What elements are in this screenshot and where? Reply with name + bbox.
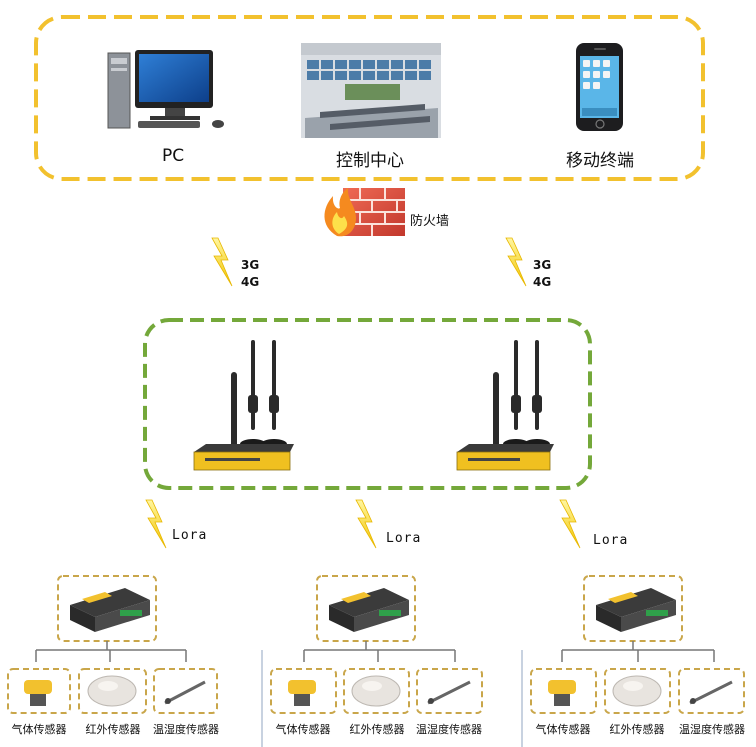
node-group-1	[7, 575, 218, 714]
infrared-sensor-icon	[87, 675, 137, 707]
lora-label-2: Lora	[386, 531, 422, 546]
humidity-sensor-icon	[689, 680, 733, 705]
lora-lightning-1-icon	[145, 499, 167, 549]
sensor-label-infrared-1: 红外传感器	[85, 723, 141, 736]
control-center-icon	[301, 43, 441, 138]
router-right-icon	[456, 340, 554, 471]
lora-node-device-icon	[329, 588, 409, 632]
mobile-terminal-label: 移动终端	[566, 151, 634, 171]
sensor-label-humidity-2: 温湿度传感器	[416, 723, 482, 736]
wan-lightning-left-icon	[211, 237, 233, 287]
lora-label-3: Lora	[593, 533, 629, 548]
infrared-sensor-icon	[351, 675, 401, 707]
sensor-label-infrared-2: 红外传感器	[349, 723, 405, 736]
lora-lightning-3-icon	[559, 499, 581, 549]
sensor-label-gas-2: 气体传感器	[275, 723, 331, 736]
firewall-label: 防火墙	[410, 214, 450, 229]
gateway-group-border	[143, 318, 592, 490]
gas-sensor-icon	[288, 680, 316, 706]
lora-node-device-icon	[70, 588, 150, 632]
lora-node-device-icon	[596, 588, 676, 632]
wan-label-right: 3G 4G	[533, 258, 552, 289]
sensor-label-gas-1: 气体传感器	[11, 723, 67, 736]
wan-lightning-right-icon	[505, 237, 527, 287]
lora-label-1: Lora	[172, 528, 208, 543]
lora-lightning-2-icon	[355, 499, 377, 549]
sensor-label-humidity-3: 温湿度传感器	[679, 723, 745, 736]
sensor-label-humidity-1: 温湿度传感器	[153, 723, 219, 736]
humidity-sensor-icon	[427, 680, 471, 705]
desktop-pc-icon	[107, 50, 224, 129]
gas-sensor-icon	[548, 680, 576, 706]
firewall-icon	[324, 188, 405, 237]
sensor-label-infrared-3: 红外传感器	[609, 723, 665, 736]
node-group-3	[530, 575, 745, 714]
infrared-sensor-icon	[612, 675, 662, 707]
gas-sensor-icon	[24, 680, 52, 706]
router-left-icon	[193, 340, 294, 471]
wan-label-left: 3G 4G	[241, 258, 260, 289]
top-group-border	[34, 15, 705, 181]
node-group-2	[270, 575, 483, 714]
humidity-sensor-icon	[164, 680, 206, 705]
mobile-phone-icon	[576, 43, 623, 131]
sensor-label-gas-3: 气体传感器	[535, 723, 591, 736]
control-center-label: 控制中心	[336, 151, 404, 171]
pc-label: PC	[161, 146, 185, 166]
